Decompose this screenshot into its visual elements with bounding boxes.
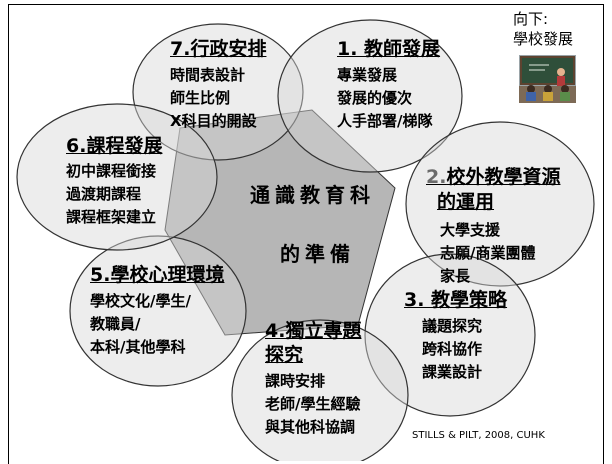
next-slide-target: 學校發展	[513, 29, 574, 48]
next-slide-link[interactable]: 向下: 學校發展	[513, 10, 573, 49]
segment-strategy-title: 3. 教學策略	[404, 289, 508, 311]
circle-external-resources	[405, 121, 595, 287]
segment-external-title-line1: 2.校外教學資源	[426, 168, 560, 187]
segment-admin-item: 時間表設計	[170, 66, 246, 84]
segment-inquiry-item: 老師/學生經驗	[265, 395, 361, 413]
segment-climate-title: 5.學校心理環境	[90, 264, 225, 286]
slide-frame	[8, 4, 604, 464]
segment-strategy-item: 議題探究	[422, 317, 483, 335]
central-hexagon	[164, 109, 396, 336]
classroom-thumbnail-icon[interactable]	[519, 55, 576, 103]
segment-admin-title: 7.行政安排	[170, 38, 267, 60]
segment-external-item: 家長	[440, 267, 471, 285]
segment-strategy-item: 跨科協作	[422, 340, 483, 358]
segment-teacher-item: 發展的優次	[337, 89, 413, 107]
segment-inquiry-item: 課時安排	[265, 372, 326, 390]
center-title-line2: 的準備	[280, 242, 355, 266]
segment-teacher-item: 人手部署/梯隊	[337, 112, 433, 130]
circle-teaching-strategy	[364, 253, 536, 417]
segment-strategy-item: 課業設計	[422, 363, 483, 381]
source-credit: STILLS & PILT, 2008, CUHK	[412, 430, 545, 441]
circle-teacher-dev	[277, 19, 463, 173]
segment-curriculum-item: 過渡期課程	[66, 185, 142, 203]
segment-teacher-title: 1. 教師發展	[337, 38, 441, 60]
segment-climate-item: 教職員/	[90, 315, 141, 333]
segment-climate-item: 學校文化/學生/	[90, 292, 191, 310]
segment-admin-item: X科目的開設	[170, 112, 257, 130]
circle-independent-inquiry	[231, 319, 409, 461]
segment-external-title-line2: 的運用	[437, 191, 495, 213]
segment-external-item: 大學支援	[440, 221, 501, 239]
segment-inquiry-item: 與其他科協調	[265, 418, 356, 436]
segment-teacher-item: 專業發展	[337, 66, 398, 84]
segment-curriculum-item: 課程框架建立	[66, 208, 157, 226]
segment-inquiry-title-line2: 探究	[265, 344, 304, 366]
segment-admin-item: 師生比例	[170, 89, 231, 107]
segment-external-number: 2.	[426, 166, 447, 188]
next-slide-label: 向下:	[513, 10, 549, 28]
segment-external-title-text: 校外教學資源	[446, 166, 561, 188]
circle-curriculum	[16, 103, 218, 251]
segment-curriculum-title: 6.課程發展	[66, 135, 163, 157]
segment-inquiry-title-line1: 4.獨立專題	[265, 320, 362, 342]
segment-climate-item: 本科/其他學科	[90, 338, 186, 356]
circle-admin	[132, 23, 304, 161]
circle-school-climate	[69, 235, 247, 387]
segment-curriculum-item: 初中課程銜接	[66, 162, 157, 180]
segment-external-item: 志願/商業團體	[440, 244, 536, 262]
center-title-line1: 通識教育科	[250, 183, 375, 207]
